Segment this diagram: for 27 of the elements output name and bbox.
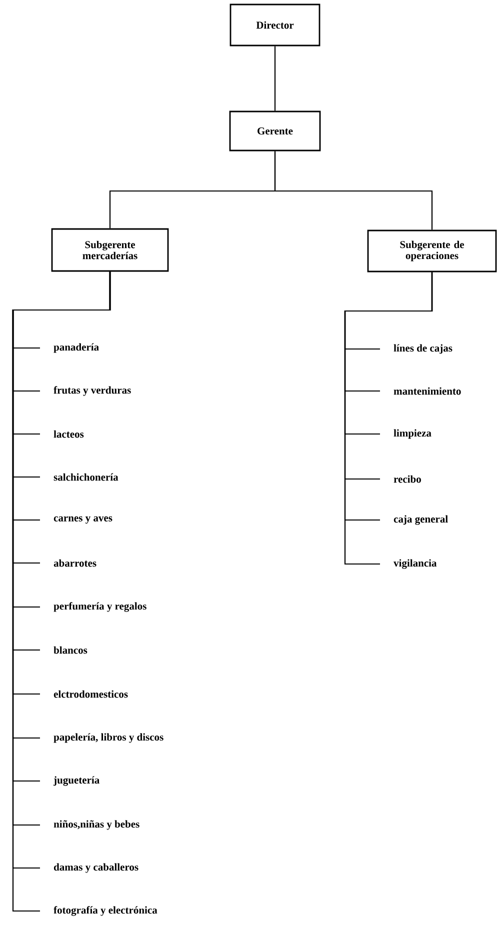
department-label: papelería, libros y discos [54,733,164,743]
department-label: damas y caballeros [54,863,138,873]
box: Gerente [229,110,321,152]
connector-line [274,151,433,230]
department-label: vigilancia [394,559,437,569]
box: Subgerente mercaderías [51,228,169,272]
department-label: abarrotes [54,559,96,567]
box: Director [230,4,320,46]
connector-line [344,272,433,565]
department-label: recibo [394,475,421,483]
department-label: lacteos [54,430,84,438]
connector-line [274,46,276,111]
department-label: mantenimiento [394,387,461,395]
box: Subgerente de operaciones [367,230,497,272]
department-label: frutas y verduras [54,386,131,396]
department-label: perfumería y regalos [54,602,146,612]
department-label: elctrodomesticos [54,690,128,698]
department-label: fotografía y electrónica [54,906,158,916]
department-label: carnes y aves [54,516,112,524]
department-label: panadería [54,343,99,353]
department-label: caja general [394,515,448,525]
department-label: juguetería [53,776,100,786]
department-label: limpieza [394,429,432,439]
department-label: salchichonería [54,473,118,481]
department-label: niños,niñas y bebes [54,820,140,830]
department-label: línes de cajas [394,344,452,354]
department-label: blancos [54,646,88,654]
